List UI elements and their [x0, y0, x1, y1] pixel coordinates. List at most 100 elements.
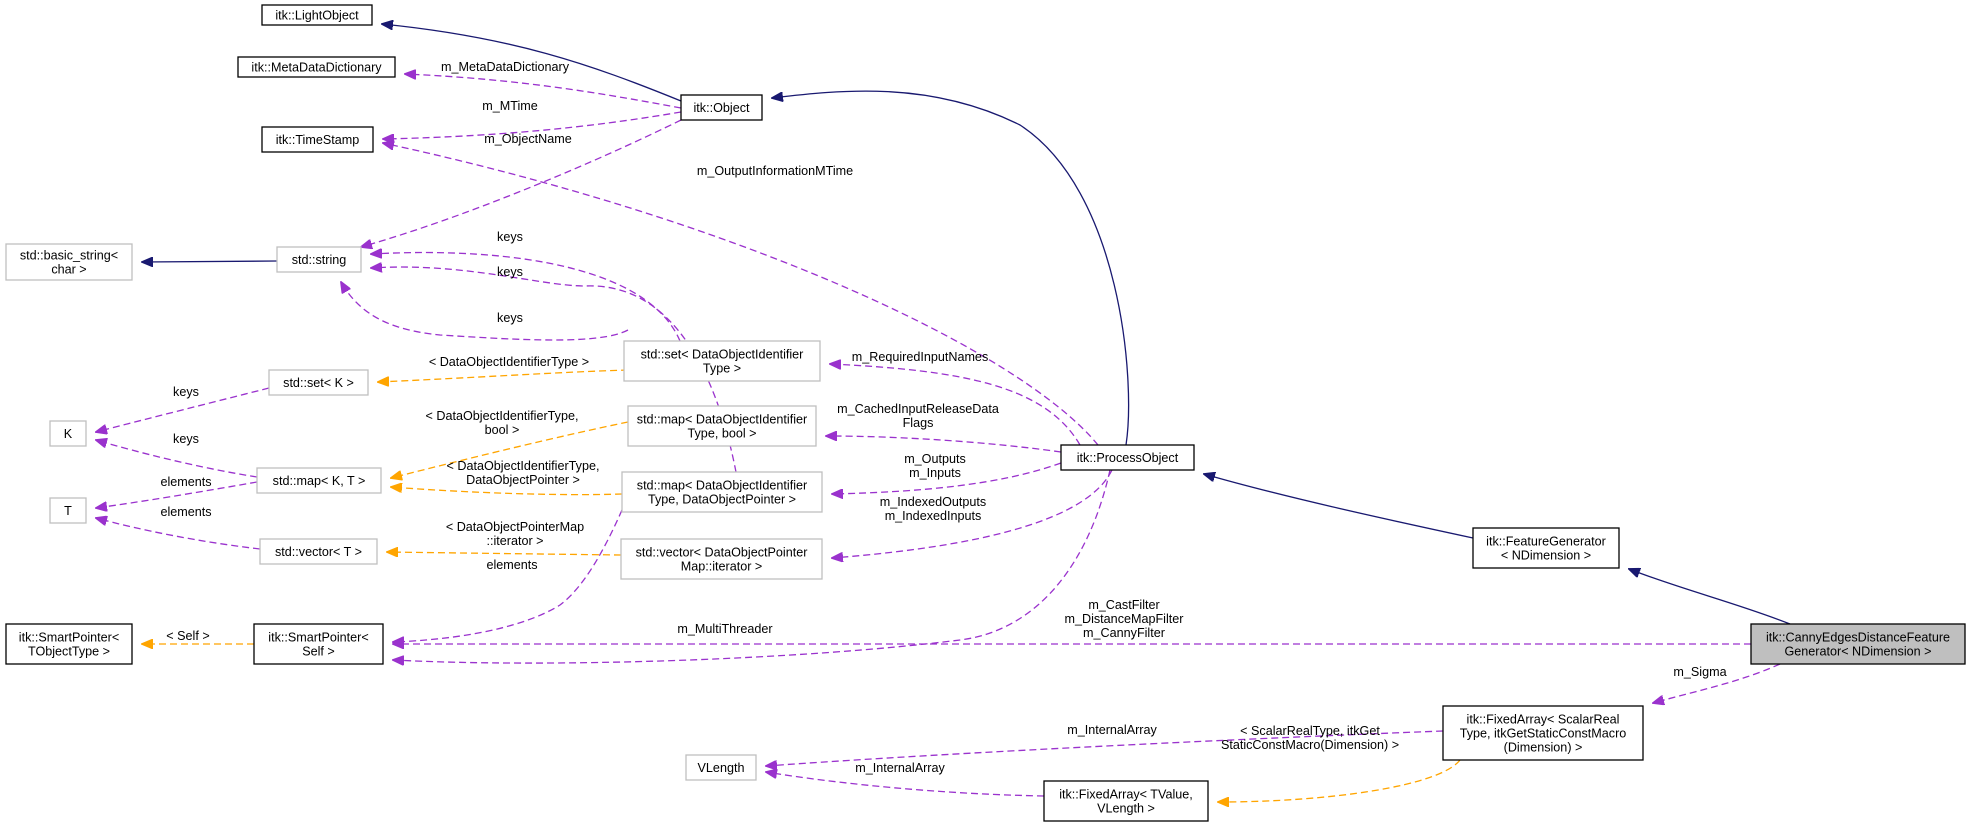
class-node-label: std::basic_string<char > [20, 249, 118, 277]
class-node-box [1472, 527, 1620, 569]
class-node-box [5, 243, 133, 281]
edge-label-e6: m_OutputInformationMTime [697, 164, 853, 178]
class-node-label: VLength [698, 761, 745, 775]
edge-label-e3: m_MTime [482, 99, 538, 113]
class-node-label: itk::TimeStamp [276, 133, 360, 147]
member-edge-processobject-to-timestamp [383, 143, 1099, 446]
class-node-basic_string[interactable]: std::basic_string<char > [5, 243, 133, 281]
template-edge-map_doit_bool-to-map_kt [391, 421, 629, 478]
class-node-label: std::string [292, 253, 347, 267]
class-node-box [1060, 444, 1195, 471]
edge-label-e18: < DataObjectPointerMap::iterator > [446, 520, 584, 548]
class-node-label: itk::LightObject [275, 9, 359, 23]
class-node-box [49, 497, 87, 524]
inheritance-edge-featuregenerator-to-processobject [1204, 474, 1474, 539]
inheritance-edge-string-to-basic_string [142, 261, 278, 262]
class-node-box [680, 94, 763, 121]
class-node-processobject[interactable]: itk::ProcessObject [1060, 444, 1195, 471]
member-edge-canny-to-fixedarray_scalar [1653, 663, 1781, 703]
inheritance-edge-processobject-to-object [772, 90, 1130, 446]
class-node-box [627, 405, 817, 447]
class-node-label: itk::FeatureGenerator< NDimension > [1486, 535, 1606, 563]
nodes-layer: itk::LightObjectitk::MetaDataDictionaryi… [5, 4, 1966, 822]
edge-label-e19: m_RequiredInputNames [852, 350, 989, 364]
class-node-box [620, 538, 823, 580]
class-node-box [261, 4, 373, 26]
class-node-label: itk::SmartPointer<Self > [268, 631, 368, 659]
class-node-set_k[interactable]: std::set< K > [268, 369, 369, 396]
edge-label-e16: elements [160, 475, 211, 489]
edge-label-e26: elements [486, 558, 537, 572]
edge-label-e8: keys [497, 230, 523, 244]
template-edge-set_doit-to-set_k [378, 369, 629, 382]
edge-label-e4: m_ObjectName [484, 132, 572, 146]
class-node-box [685, 754, 757, 781]
edge-label-e30: m_InternalArray [1067, 723, 1157, 737]
edge-label-e2: m_MetaDataDictionary [441, 60, 570, 74]
edge-label-e11: < DataObjectIdentifierType > [429, 355, 589, 369]
class-node-label: itk::SmartPointer<TObjectType > [19, 631, 119, 659]
class-node-vector_t[interactable]: std::vector< T > [259, 538, 378, 565]
member-edge-processobject-to-map_doit_dop [832, 462, 1062, 494]
edge-label-e12: keys [173, 385, 199, 399]
class-node-box [276, 246, 362, 273]
class-node-object[interactable]: itk::Object [680, 94, 763, 121]
member-edge-fixedarray_scalar-to-vlength [766, 730, 1444, 766]
edge-label-e27: m_MultiThreader [677, 622, 772, 636]
class-node-box [623, 340, 821, 382]
edge-label-e10: keys [497, 311, 523, 325]
class-node-metadatadictionary[interactable]: itk::MetaDataDictionary [237, 56, 396, 78]
inheritance-edge-object-to-lightobject [382, 24, 682, 102]
edge-label-e9: keys [497, 265, 523, 279]
member-edge-map_doit_bool-to-string [341, 282, 629, 341]
template-edge-vector_dopm-to-vector_t [387, 552, 622, 555]
edge-label-e17: elements [160, 505, 211, 519]
class-node-lightobject[interactable]: itk::LightObject [261, 4, 373, 26]
class-node-box [261, 126, 374, 153]
class-node-vlength[interactable]: VLength [685, 754, 757, 781]
inheritance-edge-canny-to-featuregenerator [1629, 569, 1791, 625]
member-edge-set_k-to-k [96, 387, 270, 432]
class-node-t[interactable]: T [49, 497, 87, 524]
class-node-box [5, 623, 133, 665]
class-node-box [49, 420, 87, 447]
member-edge-map_doit_dop-to-string [371, 267, 737, 473]
class-node-label: itk::Object [694, 101, 750, 115]
member-edge-processobject-to-map_doit_bool [826, 436, 1062, 453]
class-node-map_kt[interactable]: std::map< K, T > [256, 467, 382, 494]
class-node-featuregenerator[interactable]: itk::FeatureGenerator< NDimension > [1472, 527, 1620, 569]
member-edge-vector_t-to-t [96, 518, 261, 550]
edge-label-e14: < DataObjectIdentifierType,bool > [426, 409, 579, 437]
class-node-smartpointer_tobj[interactable]: itk::SmartPointer<TObjectType > [5, 623, 133, 665]
class-node-label: K [64, 427, 73, 441]
member-edge-object-to-timestamp [383, 111, 682, 139]
edge-label-e13: keys [173, 432, 199, 446]
member-edge-map_kt-to-t [96, 481, 258, 508]
class-node-box [1043, 780, 1209, 822]
member-edge-map_kt-to-k [96, 440, 258, 478]
member-edge-processobject-to-set_doit [830, 364, 1081, 446]
class-node-smartpointer_self[interactable]: itk::SmartPointer<Self > [253, 623, 384, 665]
class-node-box [237, 56, 396, 78]
class-node-k[interactable]: K [49, 420, 87, 447]
class-node-fixedarray_tvalue[interactable]: itk::FixedArray< TValue,VLength > [1043, 780, 1209, 822]
class-node-box [1442, 705, 1644, 761]
class-node-string[interactable]: std::string [276, 246, 362, 273]
template-edge-map_doit_dop-to-map_kt [391, 487, 623, 496]
class-node-label: std::set< K > [283, 376, 354, 390]
class-node-timestamp[interactable]: itk::TimeStamp [261, 126, 374, 153]
